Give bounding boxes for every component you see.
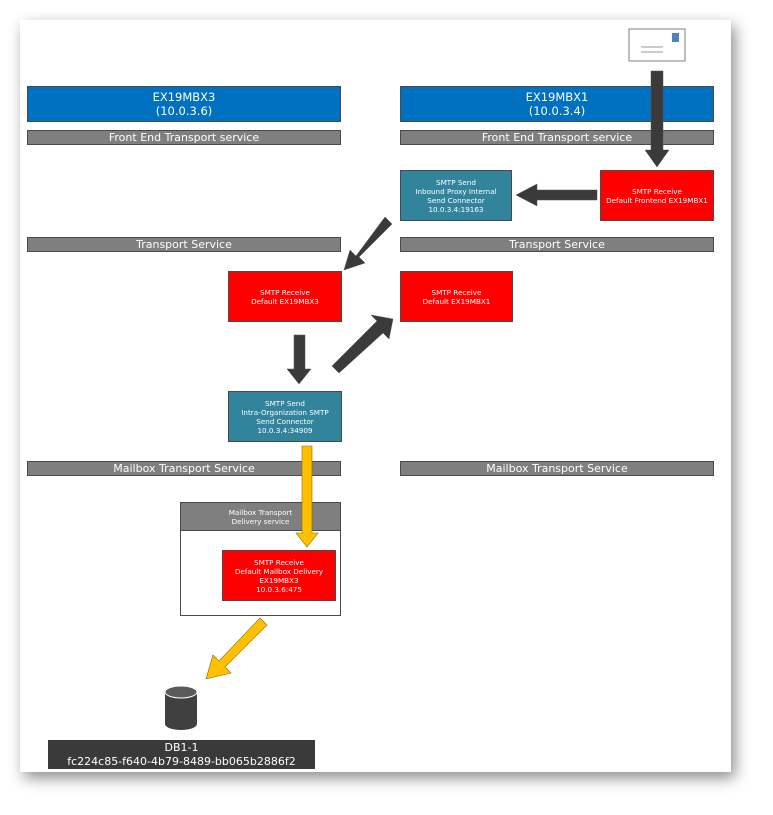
mailbox-transport-bar-left: Mailbox Transport Service: [27, 461, 341, 476]
mailbox-transport-delivery-header: Mailbox Transport Delivery service: [180, 502, 341, 531]
arrow-envelope-to-frontend: [644, 70, 670, 168]
server-name: EX19MBX3: [152, 90, 216, 104]
server-ip: (10.0.3.6): [155, 104, 213, 118]
smtp-receive-default-frontend: SMTP Receive Default Frontend EX19MBX1: [600, 170, 714, 221]
arrow-intraorg-to-mbx1: [331, 314, 394, 374]
database-icon: [164, 685, 198, 730]
smtp-receive-default-ex19mbx3: SMTP Receive Default EX19MBX3: [228, 271, 342, 322]
smtp-receive-default-mailbox-delivery: SMTP Receive Default Mailbox Delivery EX…: [222, 550, 336, 601]
mailbox-transport-bar-right: Mailbox Transport Service: [400, 461, 714, 476]
envelope-icon: [628, 28, 686, 62]
smtp-send-intra-organization: SMTP Send Intra-Organization SMTP Send C…: [228, 391, 342, 442]
database-guid: fc224c85-f640-4b79-8489-bb065b2886f2: [67, 754, 296, 768]
database-name: DB1-1: [164, 740, 199, 754]
arrow-proxy-to-mbx3: [343, 216, 393, 271]
arrow-delivery-to-database: [205, 617, 268, 680]
smtp-receive-default-ex19mbx1: SMTP Receive Default EX19MBX1: [400, 271, 513, 322]
transport-service-bar-left: Transport Service: [27, 237, 341, 252]
flow-arrows: [205, 70, 670, 680]
transport-service-bar-right: Transport Service: [400, 237, 714, 252]
arrow-mbx3-to-intraorg: [286, 334, 312, 385]
smtp-send-inbound-proxy: SMTP Send Inbound Proxy Internal Send Co…: [400, 170, 512, 221]
diagram-canvas: EX19MBX3 (10.0.3.6) EX19MBX1 (10.0.3.4) …: [20, 20, 731, 772]
server-name: EX19MBX1: [525, 90, 589, 104]
frontend-transport-bar-right: Front End Transport service: [400, 130, 714, 145]
server-ex19mbx3: EX19MBX3 (10.0.3.6): [27, 86, 341, 122]
frontend-transport-bar-left: Front End Transport service: [27, 130, 341, 145]
arrow-intraorg-to-mailbox-delivery: [295, 445, 319, 548]
arrow-frontend-to-proxy: [515, 183, 598, 207]
database-label: DB1-1 fc224c85-f640-4b79-8489-bb065b2886…: [48, 740, 315, 769]
server-ip: (10.0.3.4): [528, 104, 586, 118]
